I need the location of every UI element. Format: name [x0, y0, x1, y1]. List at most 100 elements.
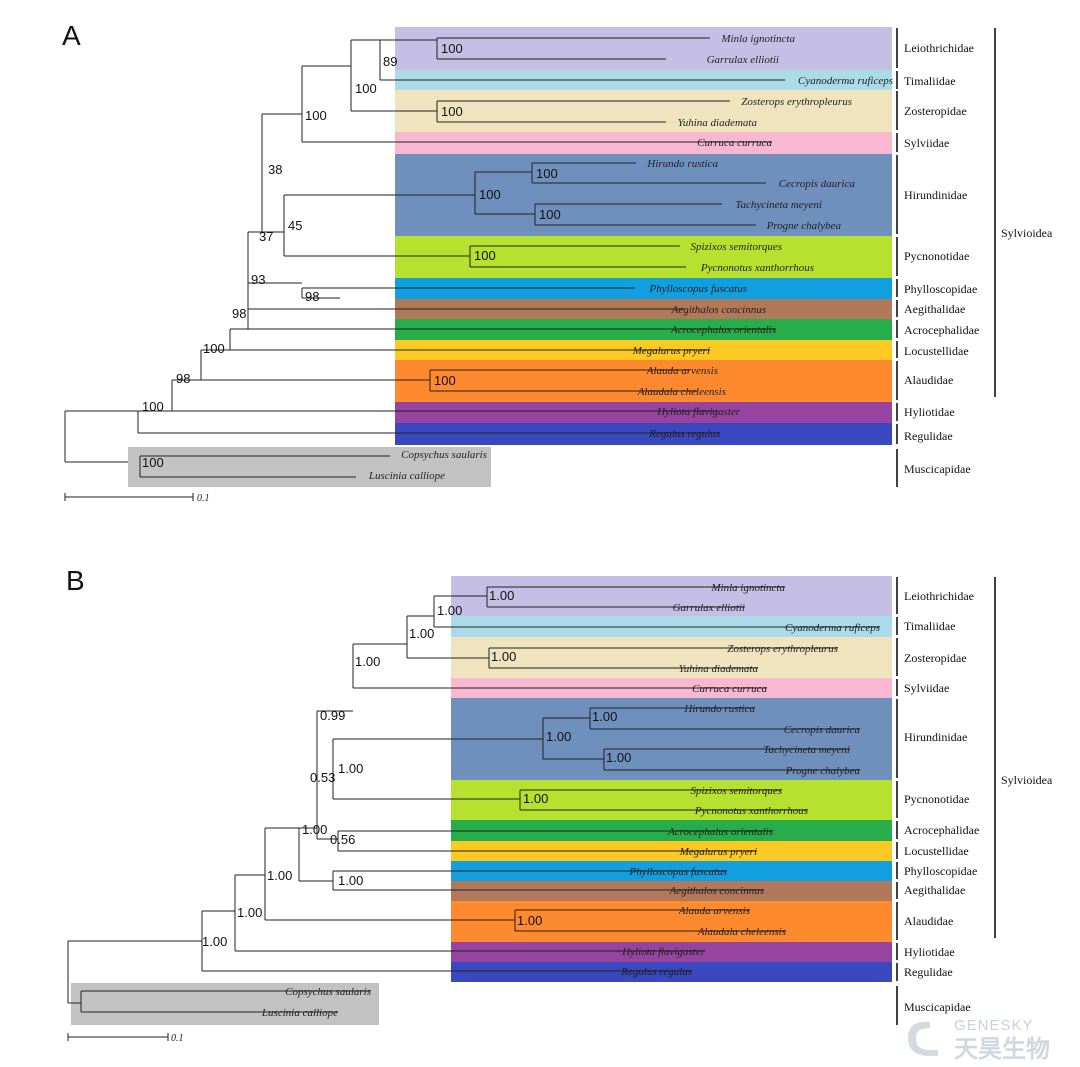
- species-label: Regulus regulus: [620, 966, 692, 978]
- species-label: Progne chalybea: [766, 220, 842, 232]
- species-label: Minla ignotincta: [710, 582, 785, 594]
- watermark-logo-icon: [908, 1021, 938, 1056]
- support-value: 100: [539, 207, 561, 222]
- family-label: Timaliidae: [904, 74, 956, 88]
- family-label: Zosteropidae: [904, 104, 967, 118]
- species-label: Cyanoderma ruficeps: [785, 622, 880, 634]
- support-value: 100: [142, 399, 164, 414]
- family-label: Zosteropidae: [904, 651, 967, 665]
- band-muscicapidae: [71, 983, 379, 1025]
- support-value: 100: [355, 81, 377, 96]
- species-label: Phylloscopus fuscatus: [629, 866, 727, 878]
- support-value: 1.00: [355, 654, 380, 669]
- band-pycnonotidae: [451, 780, 892, 820]
- support-values: 1.00 1.00 1.00 1.00 1.00 0.99 1.00 1.00 …: [202, 588, 631, 949]
- species-label: Alauda arvensis: [646, 365, 718, 377]
- support-value: 89: [383, 54, 397, 69]
- tree-branches: [64, 37, 785, 478]
- support-value: 1.00: [606, 750, 631, 765]
- species-label: Garrulax elliotii: [707, 54, 779, 66]
- support-value: 100: [536, 166, 558, 181]
- band-zosteropidae: [451, 637, 892, 678]
- species-label: Zosterops erythropleurus: [741, 96, 852, 108]
- species-label: Curruca curruca: [697, 137, 772, 149]
- support-value: 1.00: [267, 868, 292, 883]
- species-label: Acrocephalus orientalis: [667, 826, 773, 838]
- family-label: Muscicapidae: [904, 462, 971, 476]
- support-value: 1.00: [437, 603, 462, 618]
- family-label: Acrocephalidae: [904, 823, 979, 837]
- species-label: Hyliota flavigaster: [621, 946, 706, 958]
- scale-label: 0.1: [197, 493, 210, 504]
- species-label: Copsychus saularis: [401, 449, 487, 461]
- species-label: Pycnonotus xanthorrhous: [694, 805, 808, 817]
- species-label: Spizixos semitorques: [690, 785, 782, 797]
- species-label: Tachycineta meyeni: [763, 744, 850, 756]
- species-label: Cecropis daurica: [779, 178, 856, 190]
- support-values: 100 89 100 100 100 38 100 100 100 45 100…: [142, 41, 561, 470]
- support-value: 1.00: [517, 913, 542, 928]
- superfamily-label: Sylvioidea: [1001, 773, 1053, 787]
- family-brackets: [896, 577, 996, 1025]
- species-label: Megalurus pryeri: [679, 846, 757, 858]
- clade-bands: [128, 27, 892, 487]
- support-value: 1.00: [302, 822, 327, 837]
- genesky-watermark: GENESKY 天昊生物: [908, 1017, 1050, 1063]
- support-value: 1.00: [237, 905, 262, 920]
- band-hyliotidae: [395, 402, 892, 423]
- support-value: 100: [305, 108, 327, 123]
- band-alaudidae: [451, 901, 892, 942]
- family-label: Aegithalidae: [904, 883, 965, 897]
- species-label: Spizixos semitorques: [690, 241, 782, 253]
- support-value: 100: [479, 187, 501, 202]
- scale-label: 0.1: [171, 1033, 184, 1044]
- support-value: 100: [142, 455, 164, 470]
- support-value: 1.00: [489, 588, 514, 603]
- support-value: 100: [441, 41, 463, 56]
- support-value: 1.00: [409, 626, 434, 641]
- band-muscicapidae: [128, 447, 491, 487]
- species-label: Cecropis daurica: [784, 724, 861, 736]
- tree-branches: [67, 586, 880, 1013]
- support-value: 93: [251, 272, 265, 287]
- support-value: 100: [474, 248, 496, 263]
- support-value: 1.00: [202, 934, 227, 949]
- family-label: Phylloscopidae: [904, 864, 977, 878]
- band-phylloscopidae: [395, 278, 892, 299]
- support-value: 1.00: [338, 761, 363, 776]
- support-value: 98: [232, 306, 246, 321]
- species-label: Curruca curruca: [692, 683, 767, 695]
- species-label: Acrocephalus orientalis: [670, 324, 776, 336]
- support-value: 98: [305, 289, 319, 304]
- support-value: 100: [203, 341, 225, 356]
- species-label: Luscinia calliope: [261, 1007, 338, 1019]
- family-label: Alaudidae: [904, 914, 953, 928]
- support-value: 37: [259, 229, 273, 244]
- species-label: Alaudala cheleensis: [637, 386, 726, 398]
- family-label: Leiothrichidae: [904, 589, 974, 603]
- band-regulidae: [451, 962, 892, 982]
- scale-bar: 0.1: [67, 1033, 184, 1044]
- support-value: 38: [268, 162, 282, 177]
- species-label: Regulus regulus: [648, 428, 720, 440]
- watermark-cn: 天昊生物: [954, 1035, 1050, 1063]
- support-value: 1.00: [338, 873, 363, 888]
- family-label: Pycnonotidae: [904, 792, 969, 806]
- species-label: Copsychus saularis: [285, 986, 371, 998]
- support-value: 0.53: [310, 770, 335, 785]
- species-label: Progne chalybea: [785, 765, 861, 777]
- species-label: Phylloscopus fuscatus: [649, 283, 747, 295]
- support-value: 45: [288, 218, 302, 233]
- species-label: Tachycineta meyeni: [735, 199, 822, 211]
- family-label: Muscicapidae: [904, 1000, 971, 1014]
- family-label: Phylloscopidae: [904, 282, 977, 296]
- band-hyliotidae: [451, 942, 892, 962]
- family-labels: Leiothrichidae Timaliidae Zosteropidae S…: [904, 41, 1053, 476]
- band-sylviidae: [395, 132, 892, 154]
- watermark-brand: GENESKY: [954, 1017, 1034, 1034]
- species-labels: Minla ignotincta Garrulax elliotii Cyano…: [261, 582, 880, 1019]
- family-label: Alaudidae: [904, 373, 953, 387]
- support-value: 0.99: [320, 708, 345, 723]
- support-value: 100: [434, 373, 456, 388]
